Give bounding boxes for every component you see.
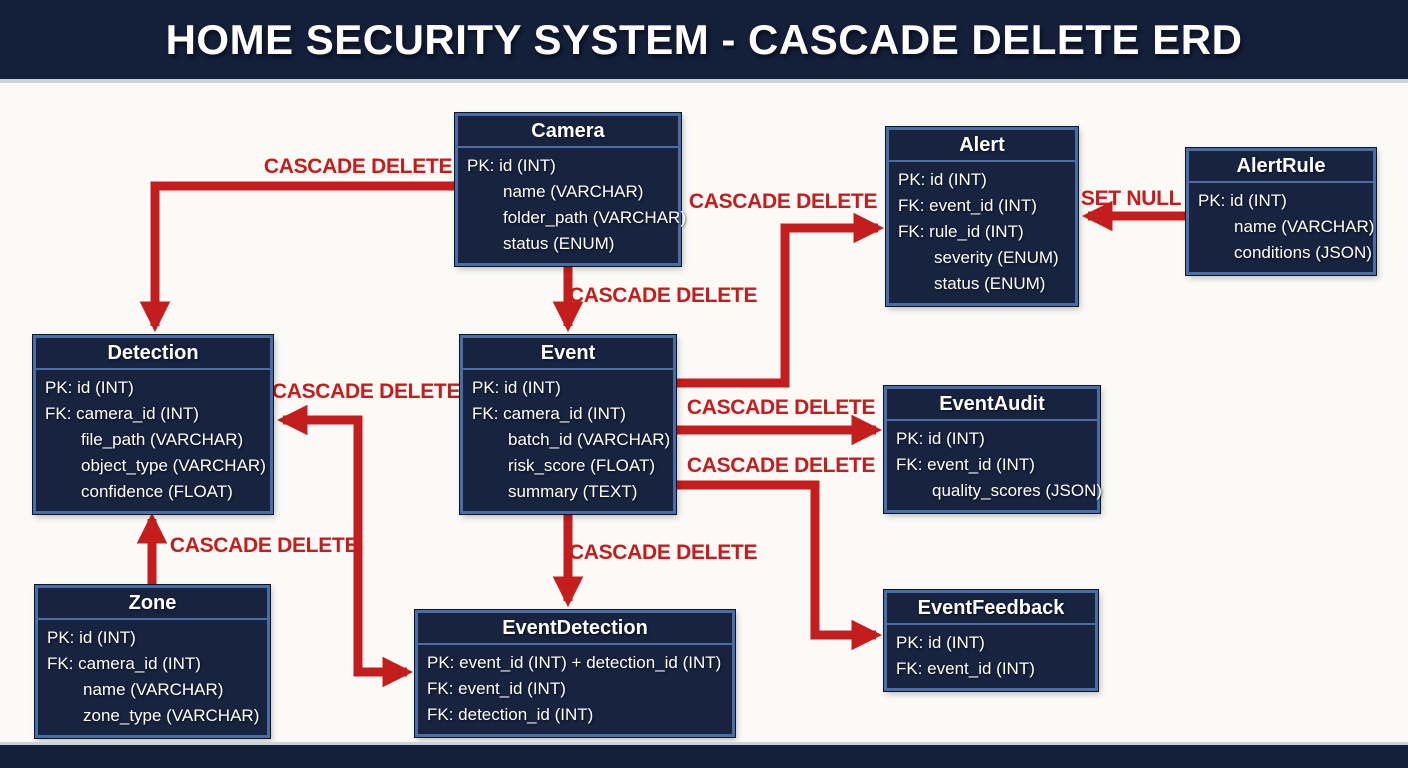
- entity-field: FK: event_id (INT): [896, 659, 1035, 678]
- entity-field: PK: id (INT): [896, 633, 985, 652]
- entity-eventdetection-fields: PK: event_id (INT) + detection_id (INT) F…: [418, 645, 732, 734]
- entity-eventfeedback: EventFeedback PK: id (INT) FK: event_id (…: [884, 590, 1098, 691]
- entity-field: object_type (VARCHAR): [81, 456, 266, 475]
- page-title: HOME SECURITY SYSTEM - CASCADE DELETE ER…: [165, 15, 1243, 63]
- label-cascade-detection-eventdetection: CASCADE DELETE: [271, 380, 461, 403]
- label-cascade-event-eventfeedback: CASCADE DELETE: [686, 454, 876, 477]
- entity-camera: Camera PK: id (INT) name (VARCHAR) folder_…: [455, 113, 686, 266]
- entity-field: FK: rule_id (INT): [898, 222, 1024, 241]
- entity-event-title: Event: [463, 338, 673, 370]
- entity-field: summary (TEXT): [508, 482, 638, 501]
- entity-camera-title: Camera: [458, 116, 678, 148]
- entity-zone-fields: PK: id (INT) FK: camera_id (INT) name (VAR…: [38, 620, 267, 735]
- entity-alertrule: AlertRule PK: id (INT) name (VARCHAR) cond…: [1186, 148, 1376, 275]
- label-cascade-camera-detection: CASCADE DELETE: [263, 155, 453, 178]
- entity-field: PK: id (INT): [45, 378, 134, 397]
- entity-eventfeedback-title: EventFeedback: [887, 593, 1095, 625]
- entity-eventfeedback-fields: PK: id (INT) FK: event_id (INT): [887, 625, 1095, 688]
- entity-field: FK: event_id (INT): [427, 679, 566, 698]
- entity-field: zone_type (VARCHAR): [83, 706, 260, 725]
- label-cascade-camera-event: CASCADE DELETE: [568, 284, 758, 307]
- entity-field: FK: camera_id (INT): [45, 404, 199, 423]
- entity-field: file_path (VARCHAR): [81, 430, 244, 449]
- entity-field: quality_scores (JSON): [932, 481, 1103, 500]
- footer-bar: [0, 742, 1408, 768]
- entity-field: PK: id (INT): [896, 429, 985, 448]
- entity-eventaudit: EventAudit PK: id (INT) FK: event_id (INT…: [884, 386, 1103, 513]
- title-bar: HOME SECURITY SYSTEM - CASCADE DELETE ER…: [0, 0, 1408, 83]
- entity-field: FK: camera_id (INT): [472, 404, 626, 423]
- entity-field: name (VARCHAR): [83, 680, 224, 699]
- entity-detection-fields: PK: id (INT) FK: camera_id (INT) file_path…: [36, 370, 270, 511]
- entity-field: batch_id (VARCHAR): [508, 430, 671, 449]
- entity-field: status (ENUM): [503, 234, 615, 253]
- entity-camera-fields: PK: id (INT) name (VARCHAR) folder_path (V…: [458, 148, 686, 263]
- entity-field: FK: event_id (INT): [898, 196, 1037, 215]
- label-cascade-event-eventdetection: CASCADE DELETE: [568, 541, 758, 564]
- entity-field: status (ENUM): [934, 274, 1046, 293]
- entity-field: PK: id (INT): [472, 378, 561, 397]
- entity-zone-title: Zone: [38, 588, 267, 620]
- entity-field: risk_score (FLOAT): [508, 456, 656, 475]
- entity-field: conditions (JSON): [1234, 243, 1372, 262]
- entity-eventdetection: EventDetection PK: event_id (INT) + dete…: [415, 610, 735, 737]
- label-setnull-alertrule-alert: SET NULL: [1080, 187, 1182, 210]
- entity-event-fields: PK: id (INT) FK: camera_id (INT) batch_id …: [463, 370, 673, 511]
- entity-field: name (VARCHAR): [1234, 217, 1375, 236]
- entity-field: PK: id (INT): [898, 170, 987, 189]
- label-cascade-zone-detection: CASCADE DELETE: [169, 534, 359, 557]
- entity-alert-title: Alert: [889, 130, 1075, 162]
- entity-eventdetection-title: EventDetection: [418, 613, 732, 645]
- arrow-camera-detection: [139, 181, 455, 333]
- entity-field: name (VARCHAR): [503, 182, 644, 201]
- entity-field: FK: event_id (INT): [896, 455, 1035, 474]
- entity-field: severity (ENUM): [934, 248, 1059, 267]
- entity-zone: Zone PK: id (INT) FK: camera_id (INT) name…: [35, 585, 270, 738]
- entity-field: FK: camera_id (INT): [47, 654, 201, 673]
- entity-field: FK: detection_id (INT): [427, 705, 594, 724]
- entity-alert: Alert PK: id (INT) FK: event_id (INT) FK: …: [886, 127, 1078, 306]
- entity-field: PK: id (INT): [47, 628, 136, 647]
- entity-alert-fields: PK: id (INT) FK: event_id (INT) FK: rule_i…: [889, 162, 1075, 303]
- entity-field: folder_path (VARCHAR): [503, 208, 686, 227]
- entity-alertrule-title: AlertRule: [1189, 151, 1373, 183]
- entity-event: Event PK: id (INT) FK: camera_id (INT) bat…: [460, 335, 676, 514]
- entity-alertrule-fields: PK: id (INT) name (VARCHAR) conditions (JS…: [1189, 183, 1375, 272]
- entity-field: PK: id (INT): [467, 156, 556, 175]
- label-cascade-event-eventaudit: CASCADE DELETE: [686, 396, 876, 419]
- entity-detection-title: Detection: [36, 338, 270, 370]
- entity-field: PK: event_id (INT) + detection_id (INT): [427, 653, 722, 672]
- entity-eventaudit-fields: PK: id (INT) FK: event_id (INT) quality_sc…: [887, 421, 1103, 510]
- entity-field: PK: id (INT): [1198, 191, 1287, 210]
- entity-detection: Detection PK: id (INT) FK: camera_id (INT…: [33, 335, 273, 514]
- label-cascade-event-alert: CASCADE DELETE: [688, 190, 878, 213]
- entity-field: confidence (FLOAT): [81, 482, 233, 501]
- entity-eventaudit-title: EventAudit: [887, 389, 1097, 421]
